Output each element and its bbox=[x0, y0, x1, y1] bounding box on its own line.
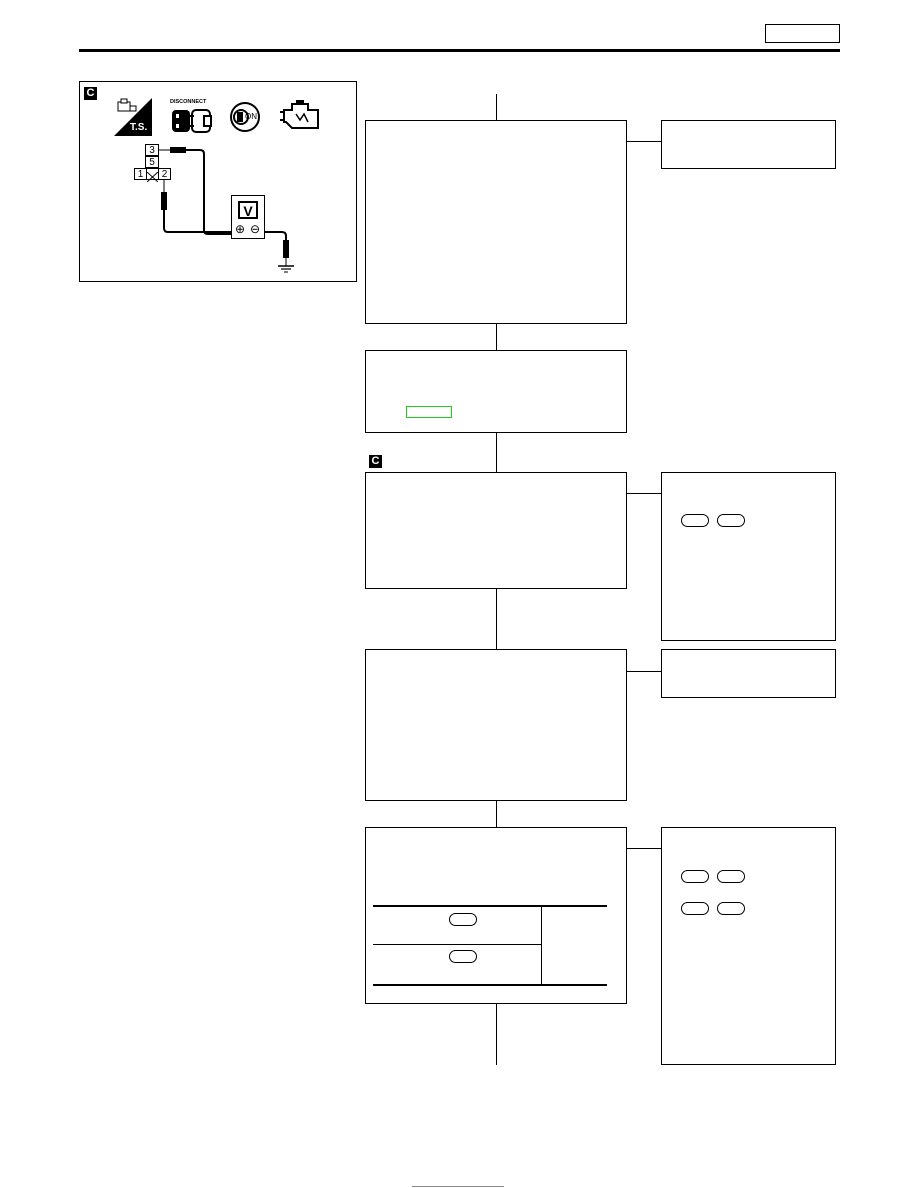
flow-connector bbox=[496, 801, 497, 828]
header-rule bbox=[79, 49, 840, 52]
ignition-on-icon: ON bbox=[228, 100, 262, 134]
reference-link[interactable] bbox=[406, 406, 452, 418]
section-ref-box bbox=[765, 24, 840, 43]
flow-step-2 bbox=[365, 350, 627, 433]
probe-wires bbox=[159, 147, 294, 273]
terminal-oval bbox=[717, 870, 745, 883]
flow-branch-4 bbox=[661, 649, 836, 698]
terminal-oval bbox=[449, 950, 477, 963]
connector-pin: 2 bbox=[158, 168, 171, 180]
engine-icon bbox=[278, 98, 322, 136]
terminal-oval bbox=[717, 902, 745, 915]
negative-terminal: ⊖ bbox=[250, 222, 261, 236]
flow-connector bbox=[496, 1004, 497, 1065]
positive-terminal: ⊕ bbox=[235, 222, 246, 236]
flow-step-1 bbox=[365, 120, 627, 324]
step-badge: C bbox=[369, 455, 382, 468]
voltmeter: V ⊕ ⊖ bbox=[231, 195, 265, 239]
footer-rule bbox=[412, 1186, 504, 1187]
flow-connector bbox=[496, 589, 497, 650]
connector-pin: 5 bbox=[145, 156, 159, 168]
disconnect-icon: DISCONNECT bbox=[168, 98, 216, 138]
terminal-oval bbox=[717, 514, 745, 527]
table-divider bbox=[541, 906, 542, 984]
flow-connector bbox=[496, 94, 497, 121]
step-badge: C bbox=[84, 87, 97, 100]
branch-connector bbox=[627, 848, 661, 849]
terminal-oval bbox=[681, 902, 709, 915]
connector-pin: 3 bbox=[145, 144, 159, 156]
flow-branch-3 bbox=[661, 472, 836, 641]
terminal-oval bbox=[681, 514, 709, 527]
flow-branch-1 bbox=[661, 120, 836, 169]
ts-label: T.S. bbox=[130, 122, 148, 133]
table-rule-bottom bbox=[373, 984, 607, 986]
table-rule-top bbox=[373, 905, 607, 907]
terminal-oval bbox=[449, 913, 477, 926]
branch-connector bbox=[627, 671, 661, 672]
on-label: ON bbox=[245, 112, 257, 121]
flow-step-3 bbox=[365, 472, 627, 589]
table-rule-mid bbox=[373, 944, 541, 945]
branch-connector bbox=[627, 493, 661, 494]
flow-connector bbox=[496, 324, 497, 351]
flow-connector bbox=[496, 433, 497, 473]
flow-step-5 bbox=[365, 827, 627, 1004]
ts-icon: T.S. bbox=[114, 98, 152, 136]
voltage-check-diagram: C T.S. DISCONNECT ON bbox=[79, 81, 357, 282]
terminal-oval bbox=[681, 870, 709, 883]
voltmeter-display: V bbox=[238, 201, 258, 219]
disconnect-label: DISCONNECT bbox=[170, 99, 207, 105]
branch-connector bbox=[627, 141, 661, 142]
flow-step-4 bbox=[365, 649, 627, 801]
flow-branch-5 bbox=[661, 827, 836, 1065]
